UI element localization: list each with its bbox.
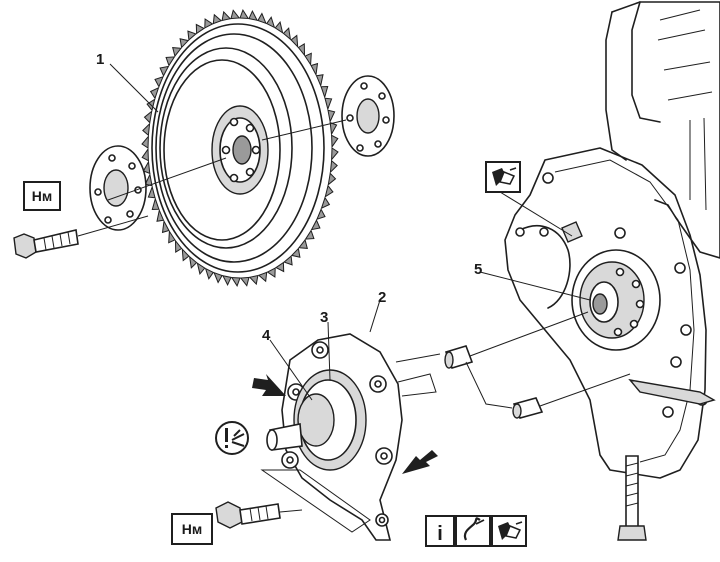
gear-tooth bbox=[174, 239, 183, 253]
gear-tooth bbox=[142, 122, 151, 137]
gear-tooth bbox=[159, 65, 170, 77]
gear-tooth bbox=[141, 147, 149, 162]
engine-block bbox=[504, 1, 720, 541]
flywheel-bolt bbox=[13, 229, 79, 259]
gear-tooth bbox=[196, 262, 206, 275]
gear-tooth bbox=[320, 85, 329, 99]
gear-tooth bbox=[290, 247, 301, 258]
gear-tooth bbox=[144, 172, 153, 187]
gear-tooth bbox=[168, 229, 176, 244]
gear-tooth bbox=[142, 160, 151, 175]
gear-tooth bbox=[297, 43, 306, 57]
gear-tooth bbox=[221, 10, 232, 22]
gear-tooth bbox=[172, 47, 182, 58]
info-icon: i bbox=[425, 515, 455, 547]
gear-tooth bbox=[239, 8, 250, 20]
callout-3: 3 bbox=[320, 309, 328, 326]
gear-tooth bbox=[275, 261, 285, 273]
gear-tooth bbox=[315, 74, 324, 88]
torque-badge-top: Нм bbox=[23, 181, 61, 211]
callout-2: 2 bbox=[378, 289, 386, 306]
gear-tooth bbox=[327, 172, 337, 186]
gear-tooth bbox=[320, 196, 331, 210]
torque-badge-top-label: Нм bbox=[32, 188, 52, 204]
gear-tooth bbox=[310, 62, 319, 77]
gear-tooth bbox=[188, 255, 198, 269]
gear-tooth bbox=[324, 97, 333, 111]
gear-tooth bbox=[304, 52, 312, 67]
gear-tooth bbox=[331, 134, 339, 149]
gear-tooth bbox=[204, 18, 214, 29]
callout-4: 4 bbox=[262, 327, 271, 344]
gear-tooth bbox=[266, 267, 276, 278]
warning-icon bbox=[215, 421, 249, 455]
arrow-icon bbox=[402, 450, 438, 474]
gear-tooth bbox=[195, 23, 205, 35]
gear-tooth bbox=[179, 38, 190, 49]
arrow-icon bbox=[252, 374, 286, 396]
sealant-icon bbox=[485, 161, 521, 193]
reinforcement-plate-rear bbox=[341, 75, 395, 157]
gear-tooth bbox=[327, 109, 336, 124]
gear-tooth bbox=[304, 229, 315, 240]
gear-tooth bbox=[213, 271, 223, 284]
tool-icon bbox=[455, 515, 491, 547]
gear-tooth bbox=[221, 274, 232, 287]
gear-tooth bbox=[257, 12, 267, 25]
info-icon-label: i bbox=[437, 523, 443, 545]
leader-lines bbox=[77, 63, 631, 513]
gear-tooth bbox=[230, 9, 241, 20]
gear-tooth bbox=[282, 27, 292, 41]
gear-tooth bbox=[248, 9, 259, 22]
gear-tooth bbox=[324, 184, 334, 198]
gear-tooth bbox=[290, 34, 299, 49]
gear-tooth bbox=[331, 147, 339, 162]
gear-tooth bbox=[154, 75, 164, 88]
gear-tooth bbox=[274, 21, 284, 34]
gear-tooth bbox=[181, 247, 190, 262]
gear-tooth bbox=[143, 110, 153, 124]
ring-gear-teeth bbox=[141, 8, 339, 288]
gear-tooth bbox=[310, 219, 321, 231]
gear-tooth bbox=[149, 86, 160, 100]
gear-tooth bbox=[151, 197, 160, 211]
gear-tooth bbox=[204, 267, 215, 280]
gear-tooth bbox=[212, 13, 223, 25]
gear-tooth bbox=[156, 208, 165, 222]
gear-tooth bbox=[165, 56, 176, 67]
callout-1: 1 bbox=[96, 51, 104, 68]
torque-badge-bottom-label: Нм bbox=[182, 521, 202, 537]
gear-tooth bbox=[316, 208, 326, 221]
gear-tooth bbox=[265, 16, 276, 29]
gear-tooth bbox=[298, 238, 308, 249]
gear-tooth bbox=[161, 219, 170, 234]
torque-badge-bottom: Нм bbox=[171, 513, 213, 545]
sealant-icon bbox=[491, 515, 527, 547]
carrier-bolt bbox=[215, 501, 281, 529]
gear-tooth bbox=[283, 255, 293, 266]
gear-tooth bbox=[239, 276, 250, 287]
flywheel bbox=[141, 8, 339, 288]
dowel-pins bbox=[444, 345, 544, 419]
gear-tooth bbox=[141, 134, 149, 149]
gear-tooth bbox=[147, 185, 156, 199]
gear-tooth bbox=[329, 121, 338, 136]
gear-tooth bbox=[187, 30, 197, 41]
gear-tooth bbox=[248, 274, 259, 286]
gear-tooth bbox=[329, 159, 338, 174]
rear-seal-carrier bbox=[260, 333, 403, 541]
gear-tooth bbox=[230, 276, 241, 288]
reinforcement-plate-front bbox=[89, 145, 147, 231]
callout-5: 5 bbox=[474, 261, 482, 278]
gear-tooth bbox=[257, 271, 268, 283]
